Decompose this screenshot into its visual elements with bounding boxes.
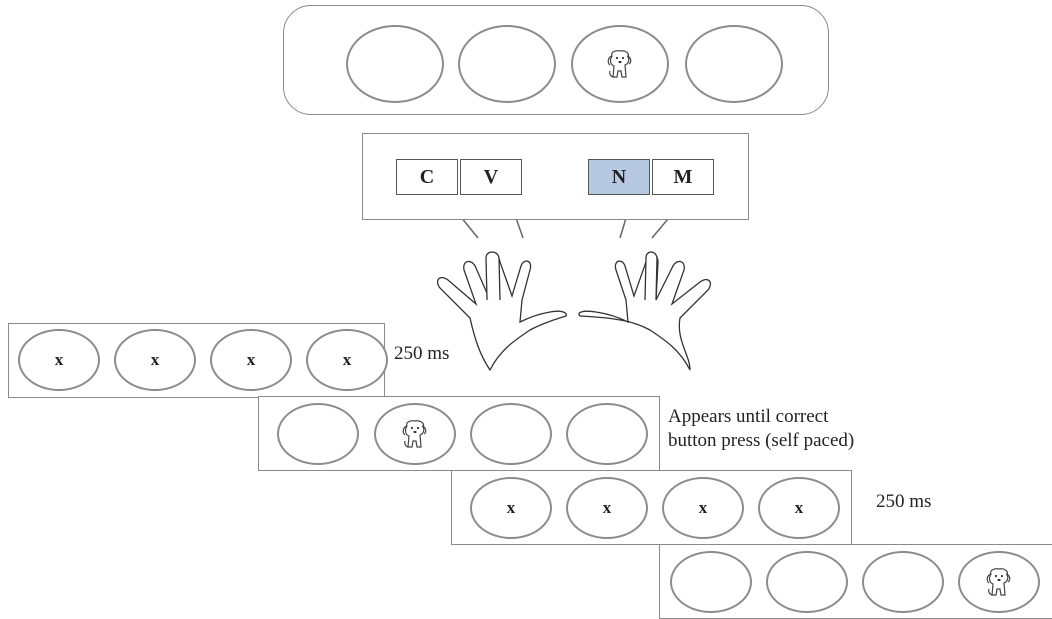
top-circle-1 bbox=[346, 25, 444, 103]
duration-label-3: 250 ms bbox=[876, 491, 932, 512]
dog-icon bbox=[607, 50, 632, 78]
top-circle-4 bbox=[685, 25, 783, 103]
dog-icon bbox=[402, 420, 427, 448]
frame-3-circle-2: x bbox=[566, 477, 648, 539]
fixation-x: x bbox=[342, 350, 352, 369]
fixation-x: x bbox=[506, 498, 516, 517]
frame-4-circle-2 bbox=[766, 551, 848, 613]
fixation-x: x bbox=[698, 498, 708, 517]
duration-label-1: 250 ms bbox=[394, 343, 450, 364]
key-c: C bbox=[396, 159, 458, 195]
key-n-label: N bbox=[611, 165, 627, 188]
top-circle-3 bbox=[571, 25, 669, 103]
right-hand-icon bbox=[578, 251, 712, 371]
frame-2-circle-3 bbox=[470, 403, 552, 465]
key-m: M bbox=[652, 159, 714, 195]
frame-2-circle-1 bbox=[277, 403, 359, 465]
duration-label-2: Appears until correct button press (self… bbox=[668, 406, 855, 451]
key-c-label: C bbox=[419, 165, 435, 188]
frame-3-circle-1: x bbox=[470, 477, 552, 539]
fixation-x: x bbox=[246, 350, 256, 369]
frame-2-circle-2 bbox=[374, 403, 456, 465]
fixation-x: x bbox=[150, 350, 160, 369]
frame-4-circle-4 bbox=[958, 551, 1040, 613]
top-circle-2 bbox=[458, 25, 556, 103]
key-n: N bbox=[588, 159, 650, 195]
frame-4-circle-3 bbox=[862, 551, 944, 613]
frame-4-circle-1 bbox=[670, 551, 752, 613]
frame-1-circle-2: x bbox=[114, 329, 196, 391]
left-hand-icon bbox=[436, 251, 567, 372]
fixation-x: x bbox=[794, 498, 804, 517]
fixation-x: x bbox=[54, 350, 64, 369]
key-m-label: M bbox=[673, 165, 693, 188]
key-v: V bbox=[460, 159, 522, 195]
frame-3-circle-4: x bbox=[758, 477, 840, 539]
dog-icon bbox=[986, 568, 1011, 596]
frame-1-circle-1: x bbox=[18, 329, 100, 391]
frame-3-circle-3: x bbox=[662, 477, 744, 539]
frame-1-circle-3: x bbox=[210, 329, 292, 391]
frame-1-circle-4: x bbox=[306, 329, 388, 391]
fixation-x: x bbox=[602, 498, 612, 517]
frame-2-circle-4 bbox=[566, 403, 648, 465]
key-v-label: V bbox=[483, 165, 499, 188]
